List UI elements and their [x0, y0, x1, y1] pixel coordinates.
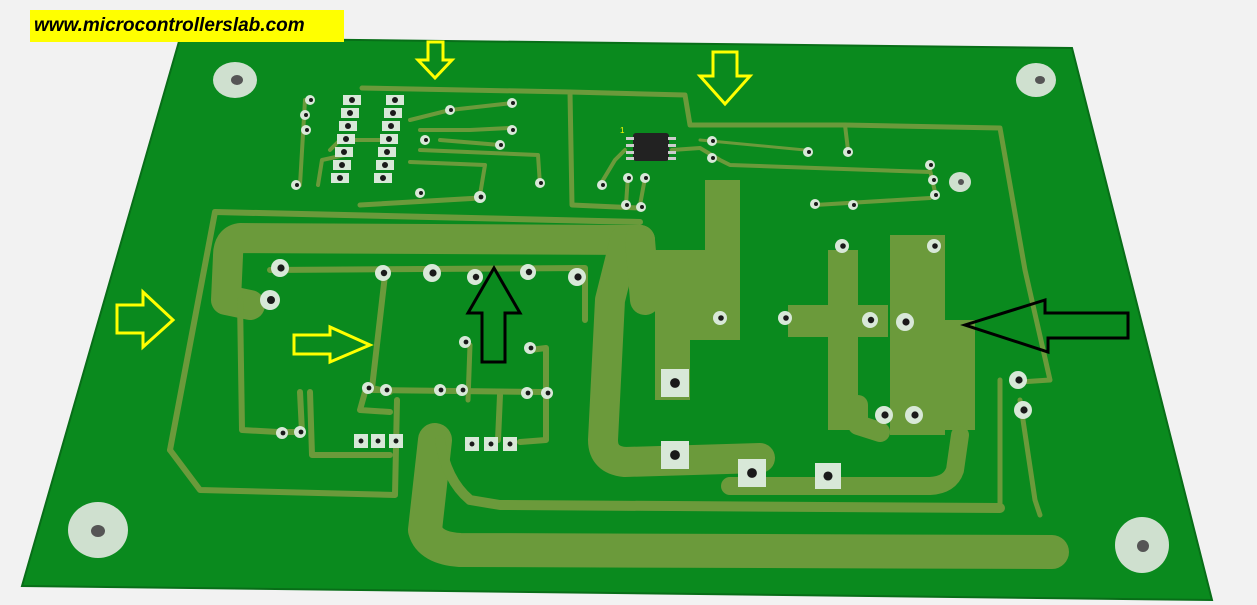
arrow-down-icon — [696, 50, 754, 107]
pad-drill — [429, 269, 437, 277]
pad-drill — [424, 138, 428, 142]
pad-drill — [711, 139, 715, 143]
pad-drill — [267, 296, 275, 304]
arrow-left-icon — [960, 297, 1130, 355]
annotation-arrows — [115, 40, 1130, 365]
pad-drill — [932, 178, 936, 182]
pad-drill — [488, 441, 494, 447]
pad-drill — [574, 273, 582, 281]
pad-drill — [499, 143, 503, 147]
watermark-label: www.microcontrollerslab.com — [30, 10, 344, 42]
mounting-hole — [949, 172, 971, 192]
mounting-hole — [1115, 517, 1169, 573]
pad-drill — [347, 110, 353, 116]
pad-drill — [366, 385, 372, 391]
pad-drill — [525, 390, 531, 396]
pad-drill — [601, 183, 605, 187]
pad-drill — [539, 181, 543, 185]
pad-drill — [814, 202, 818, 206]
pad-drill — [718, 315, 724, 321]
pad-drill — [309, 98, 313, 102]
pad-drill — [511, 128, 515, 132]
arrow-up-icon — [465, 265, 523, 364]
pad-drill — [384, 387, 390, 393]
pad-drill — [627, 176, 631, 180]
pad-drill — [929, 163, 933, 167]
pad-drill — [478, 194, 484, 200]
pad-drill — [380, 269, 388, 277]
pad-drill — [1020, 406, 1028, 414]
pad-drill — [747, 468, 757, 478]
pad-drill — [438, 387, 444, 393]
pad-drill — [339, 162, 345, 168]
arrow-right-icon — [115, 288, 176, 351]
pad-drill — [295, 183, 299, 187]
pad-drill — [507, 441, 513, 447]
pad-drill — [345, 123, 351, 129]
mounting-hole — [213, 62, 257, 98]
pad-drill — [852, 203, 856, 207]
pad-drill — [449, 108, 453, 112]
pad-drill — [382, 162, 388, 168]
pad-drill — [304, 113, 308, 117]
pad-drill — [902, 318, 910, 326]
pad-drill — [847, 150, 851, 154]
pad-drill — [393, 438, 399, 444]
pad-drill — [644, 176, 648, 180]
pad-drill — [375, 438, 381, 444]
pad-drill — [388, 123, 394, 129]
pad-drill — [392, 97, 398, 103]
pad-drill — [670, 450, 680, 460]
pad-drill — [807, 150, 811, 154]
pad-drill — [472, 273, 480, 281]
pad-drill — [525, 268, 533, 276]
pad-drill — [390, 110, 396, 116]
pad-drill — [337, 175, 343, 181]
pad-drill — [460, 387, 466, 393]
pad-drill — [711, 156, 715, 160]
arrow-down-icon — [414, 40, 456, 81]
pad-drill — [823, 471, 833, 481]
pad-drill — [469, 441, 475, 447]
pad-drill — [670, 378, 680, 388]
pad-drill — [305, 128, 309, 132]
pad-drill — [1015, 376, 1023, 384]
pad-drill — [867, 316, 875, 324]
pad-drill — [386, 136, 392, 142]
svg-text:1: 1 — [620, 126, 625, 135]
mounting-hole — [1016, 63, 1056, 97]
pad-drill — [277, 264, 285, 272]
pad-drill — [511, 101, 515, 105]
pad-drill — [349, 97, 355, 103]
pad-drill — [419, 191, 423, 195]
pad-drill — [358, 438, 364, 444]
pad-drill — [380, 175, 386, 181]
ic-chip-icon: 1 — [620, 126, 676, 161]
pad-drill — [625, 203, 629, 207]
pad-drill — [384, 149, 390, 155]
pad-drill — [640, 205, 644, 209]
mounting-holes — [68, 62, 1169, 573]
pad-drill — [545, 390, 551, 396]
pads — [260, 95, 1032, 489]
pad-drill — [934, 193, 938, 197]
arrow-right-icon — [292, 324, 374, 365]
mounting-hole — [68, 502, 128, 558]
pad-drill — [783, 315, 789, 321]
pad-drill — [528, 345, 534, 351]
pad-drill — [280, 430, 286, 436]
pad-drill — [840, 243, 846, 249]
pad-drill — [341, 149, 347, 155]
pad-drill — [911, 411, 919, 419]
pad-drill — [463, 339, 469, 345]
pad-drill — [881, 411, 889, 419]
pad-drill — [343, 136, 349, 142]
pad-drill — [932, 243, 938, 249]
pad-drill — [298, 429, 304, 435]
